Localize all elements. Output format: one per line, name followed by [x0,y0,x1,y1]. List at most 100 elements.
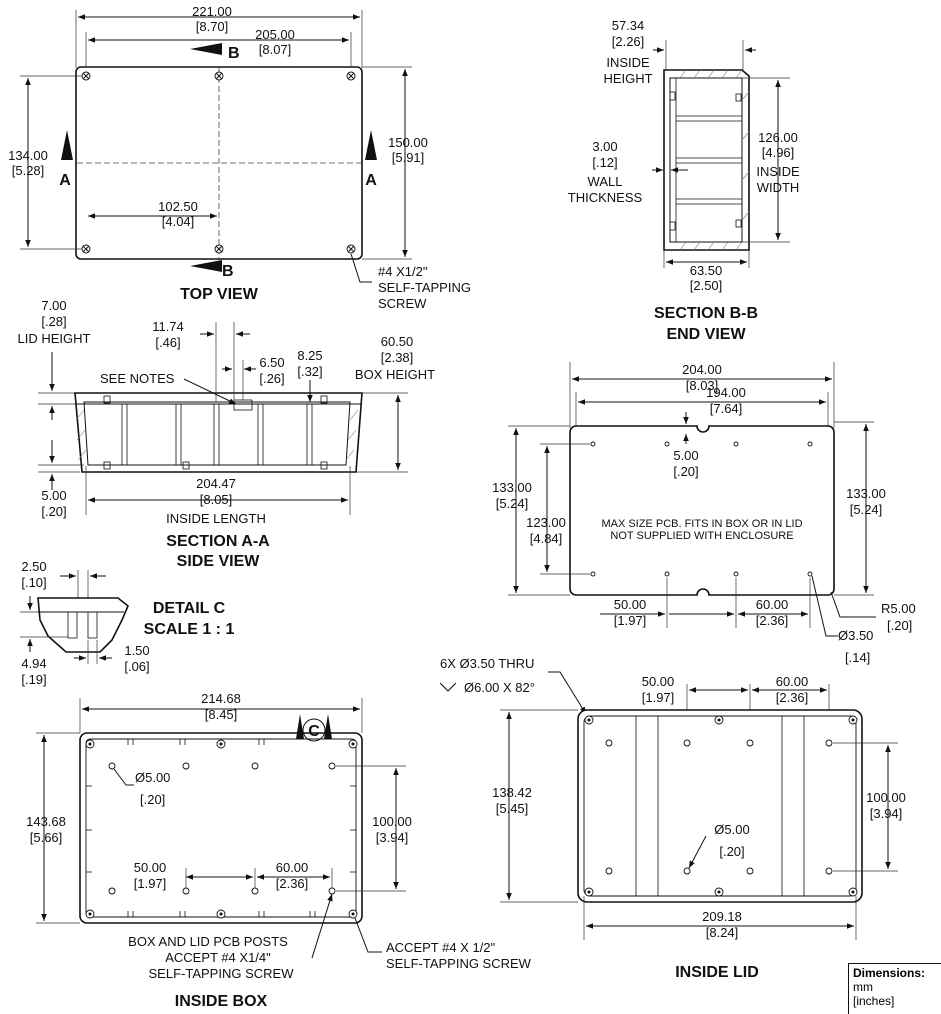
lid-dim-20918: 209.18 [702,909,742,924]
dim-63: 63.50 [690,263,723,278]
dim-57-in: [2.26] [612,34,645,49]
section-aa-title: SECTION A-A [166,533,270,550]
dim-205-in: [8.07] [259,42,292,57]
lid-height-label: LID HEIGHT [18,331,91,346]
pcb-note-2: NOT SUPPLIED WITH ENCLOSURE [610,530,793,542]
lid-dim-20918-in: [8.24] [706,925,739,940]
wall-label-2: THICKNESS [568,190,643,205]
pcb-hole-icons [590,441,813,577]
detail-dim-494: 4.94 [21,656,46,671]
lid-dim-13842-in: [5.45] [496,801,529,816]
inside-height-2: HEIGHT [603,71,652,86]
pcb-outline [569,425,835,596]
section-b-top: B [228,45,240,62]
section-a-right: A [365,172,377,189]
detail-c-scale: SCALE 1 : 1 [144,621,235,638]
inside-lid-title: INSIDE LID [675,964,759,981]
pcb-dim-133-left-in: [5.24] [496,496,529,511]
pcb-hole-dia-in: [.14] [845,650,870,665]
dim-126-in: [4.96] [762,145,795,160]
box-height-label: BOX HEIGHT [355,367,435,382]
pcb-dim-204-in: [8.03] [686,378,719,393]
inside-box: 214.68 [8.45] [26,691,532,1010]
screw-note-3: SCREW [378,296,427,311]
pcb-dim-notch-in: [.20] [673,464,698,479]
dim-63-in: [2.50] [690,278,723,293]
section-bb: 57.34 [2.26] INSIDE HEIGHT 3.00 [.12] WA… [568,18,800,343]
section-bb-title: SECTION B-B [654,305,758,322]
pcb-dim-133-right: 133.00 [846,486,886,501]
detail-dim-150-in: [.06] [124,659,149,674]
box-screw-note-2: SELF-TAPPING SCREW [386,956,532,971]
box-dim-50-in: [1.97] [134,876,167,891]
box-post-icons [108,762,336,895]
detail-dim-494-in: [.19] [21,672,46,687]
dim-205: 205.00 [255,27,295,42]
box-screw-note-1: ACCEPT #4 X 1/2" [386,940,496,955]
dim-lid-in: [.28] [41,314,66,329]
box-note-3: SELF-TAPPING SCREW [149,966,295,981]
pcb-radius: R5.00 [881,601,916,616]
wall-label-1: WALL [588,174,623,189]
detail-dim-150: 1.50 [124,643,149,658]
inside-lid-outline [577,709,863,903]
box-dim-60-in: [2.36] [276,876,309,891]
pcb-hole-dia: Ø3.50 [838,628,873,643]
pcb-dim-50: 50.00 [614,597,647,612]
lid-csk-note: Ø6.00 X 82° [464,680,535,695]
top-view: 221.00 [8.70] 205.00 [8.07] 102.50 [4.04… [8,4,471,311]
pcb-dim-notch: 5.00 [673,448,698,463]
inside-width-1: INSIDE [756,164,800,179]
pcb-dim-194-in: [7.64] [710,401,743,416]
pcb-dim-133-left: 133.00 [492,480,532,495]
dim-1174-in: [.46] [155,335,180,350]
top-view-title: TOP VIEW [180,286,259,303]
legend-title: Dimensions: [853,966,926,980]
box-note-1: BOX AND LID PCB POSTS [128,934,288,949]
dimensions-legend: Dimensions: mm [inches] [848,963,941,1014]
detail-c-title: DETAIL C [153,600,226,617]
box-dim-50: 50.00 [134,860,167,875]
box-dim-100: 100.00 [372,814,412,829]
box-post-dia-in: [.20] [140,792,165,807]
dim-650-in: [.26] [259,371,284,386]
box-dim-21468: 214.68 [201,691,241,706]
dim-134: 134.00 [8,148,48,163]
lid-post-dia: Ø5.00 [714,822,749,837]
pcb-dim-123-in: [4.84] [530,531,563,546]
detail-dim-250-in: [.10] [21,575,46,590]
dim-57: 57.34 [612,18,645,33]
box-note-2: ACCEPT #4 X1/4" [165,950,271,965]
dim-1174: 11.74 [152,319,184,334]
inside-lid: 6X Ø3.50 THRU Ø6.00 X 82° 50.00 [1.97] 6… [439,656,906,981]
lid-dim-50-in: [1.97] [642,690,675,705]
pcb-dim-133-right-in: [5.24] [850,502,883,517]
box-dim-60: 60.00 [276,860,309,875]
section-arrow-icons [61,43,377,272]
detail-dim-250: 2.50 [21,559,46,574]
dim-20447-in: [8.05] [200,492,233,507]
dim-605: 60.50 [381,334,414,349]
pcb-radius-in: [.20] [887,618,912,633]
dim-605-in: [2.38] [381,350,414,365]
dim-wall-in: [.12] [592,155,617,170]
pcb-note-1: MAX SIZE PCB. FITS IN BOX OR IN LID [601,518,802,530]
lid-post-icons [605,739,833,875]
section-b-bottom: B [222,263,234,280]
lid-post-dia-in: [.20] [719,844,744,859]
legend-unit-inches: [inches] [853,994,895,1008]
pcb-dim-60: 60.00 [756,597,789,612]
dim-wall: 3.00 [592,139,617,154]
box-dim-14368-in: [5.66] [30,830,63,845]
pcb-dim-204: 204.00 [682,362,722,377]
lid-hole-icons [584,715,858,897]
section-bb-subtitle: END VIEW [666,326,746,343]
dim-825-in: [.32] [297,364,322,379]
box-post-dia: Ø5.00 [135,770,170,785]
box-dim-14368: 143.68 [26,814,66,829]
pcb-dim-123: 123.00 [526,515,566,530]
detail-c-tag: C [308,723,320,740]
lid-dim-60: 60.00 [776,674,809,689]
screw-note-1: #4 X1/2" [378,264,428,279]
